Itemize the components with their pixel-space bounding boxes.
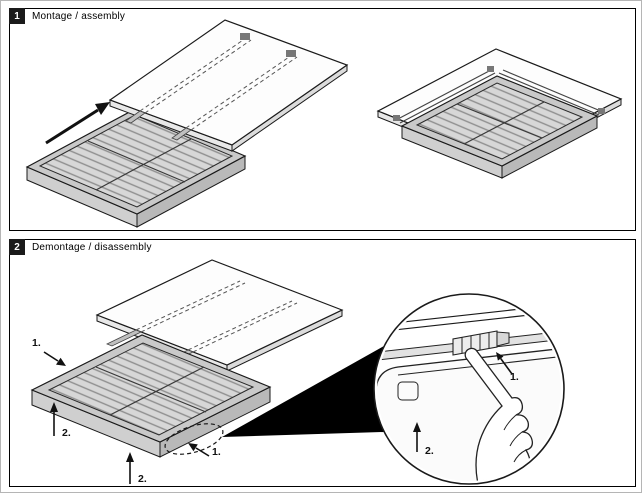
step2-lift-arrow-icon [50,402,58,436]
step-1-label: 1. [32,337,41,349]
rail-bracket [286,50,296,57]
rail-hidden-lines [139,37,298,131]
release-clip [452,330,510,356]
detail-step-2-label: 2. [425,445,434,457]
step-2-label: 2. [62,427,71,439]
rail-front-end [106,329,142,347]
panel-number-badge: 1 [9,8,25,24]
step-1-label: 1. [212,446,221,458]
rail-front-end [171,127,192,141]
step1-clip-arrow-icon [188,443,210,457]
step1-pull-arrow-icon [43,351,66,366]
rail-front-end [125,110,146,124]
rail-hidden-lines [135,280,298,353]
panel-title: Demontage / disassembly [32,242,152,253]
rail-bracket [240,33,250,40]
rails [395,69,604,124]
callout-dashed-ellipse [164,423,224,455]
panel-assembly: 1 Montage / assembly [9,8,636,231]
latch-window [397,381,419,401]
panel-disassembly: 1. 2. 2. 1. [9,239,636,487]
slide-direction-arrow-icon [45,102,110,145]
detail-step2-arrow-icon [413,422,421,452]
assembled-unit-diagram [376,48,623,179]
assembly-illustration [25,19,623,228]
magnifier-wedge [222,346,384,437]
detail-step1-arrow-icon [496,352,513,375]
mounting-board [95,259,344,366]
detail-circle-outline [373,293,565,485]
hand-illustration [464,347,534,481]
panel-title: Montage / assembly [32,11,126,22]
step-2-label: 2. [138,473,147,485]
disassembly-step-diagram: 1. 2. 2. 1. [30,259,344,485]
step2-lift-arrow-icon [126,452,134,484]
rail-bracket [487,66,494,72]
detail-view [377,303,561,481]
assembly-step-diagram [25,19,349,228]
panel-number-badge: 2 [9,239,25,255]
rail-bracket [393,115,400,121]
tray-corner [377,347,561,481]
detail-step-1-label: 1. [510,371,519,383]
disassembly-illustration: 1. 2. 2. 1. [30,259,565,485]
rail-bracket [598,108,605,114]
